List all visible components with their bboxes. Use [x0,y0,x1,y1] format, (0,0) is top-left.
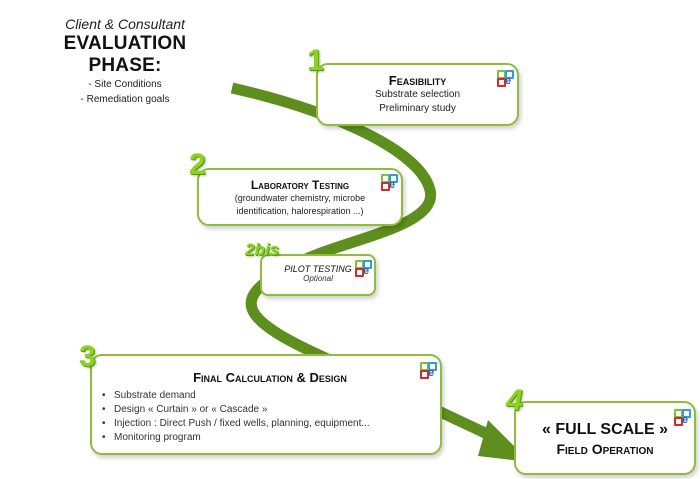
design-bullet-list: Substrate demand Design « Curtain » or «… [100,389,440,445]
list-item: Substrate demand [100,389,440,403]
intro-item: - Remediation goals [80,94,170,105]
oe-logo-icon: e [674,409,691,426]
oe-logo-icon: e [497,70,514,87]
evaluation-phase-block: Client & Consultant EVALUATION PHASE: - … [30,16,220,107]
list-item: Design « Curtain » or « Cascade » [100,403,440,417]
step-title: Feasibility [388,73,447,88]
oe-logo-icon: e [355,260,372,277]
step-subtitle: Field Operation [556,441,654,457]
step-number: 1 [307,44,324,77]
step-pilot-testing-box: PILOT TESTING Optional e [260,254,376,296]
oe-logo-icon: e [420,362,437,379]
step-line: Preliminary study [379,103,456,114]
step-number: 2 [189,148,206,181]
step-number: 3 [79,340,96,373]
step-laboratory-testing-box: Laboratory Testing (groundwater chemistr… [197,168,403,226]
step-final-calculation-box: Final Calculation & Design Substrate dem… [90,354,442,455]
step-line: Substrate selection [374,89,461,100]
intro-title: EVALUATION PHASE: [63,33,187,76]
oe-logo-icon: e [381,174,398,191]
intro-item: - Site Conditions [88,79,162,90]
step-feasibility-box: Feasibility Substrate selection Prelimin… [316,63,519,126]
list-item: Injection : Direct Push / fixed wells, p… [100,417,440,431]
step-line: identification, halorespiration ...) [236,206,364,216]
step-line: Optional [303,274,333,283]
step-title: « FULL SCALE » [542,421,668,438]
step-full-scale-box: « FULL SCALE » Field Operation e [514,401,696,475]
step-title: Final Calculation & Design [193,370,347,385]
list-item: Monitoring program [100,431,440,445]
step-number: 4 [506,384,523,417]
intro-subtitle: Client & Consultant [65,16,185,32]
step-title: PILOT TESTING [284,264,352,274]
step-line: (groundwater chemistry, microbe [234,193,366,203]
step-number: 2bis [245,240,280,259]
winding-path-arrow-line [230,82,503,445]
step-title: Laboratory Testing [250,178,350,192]
